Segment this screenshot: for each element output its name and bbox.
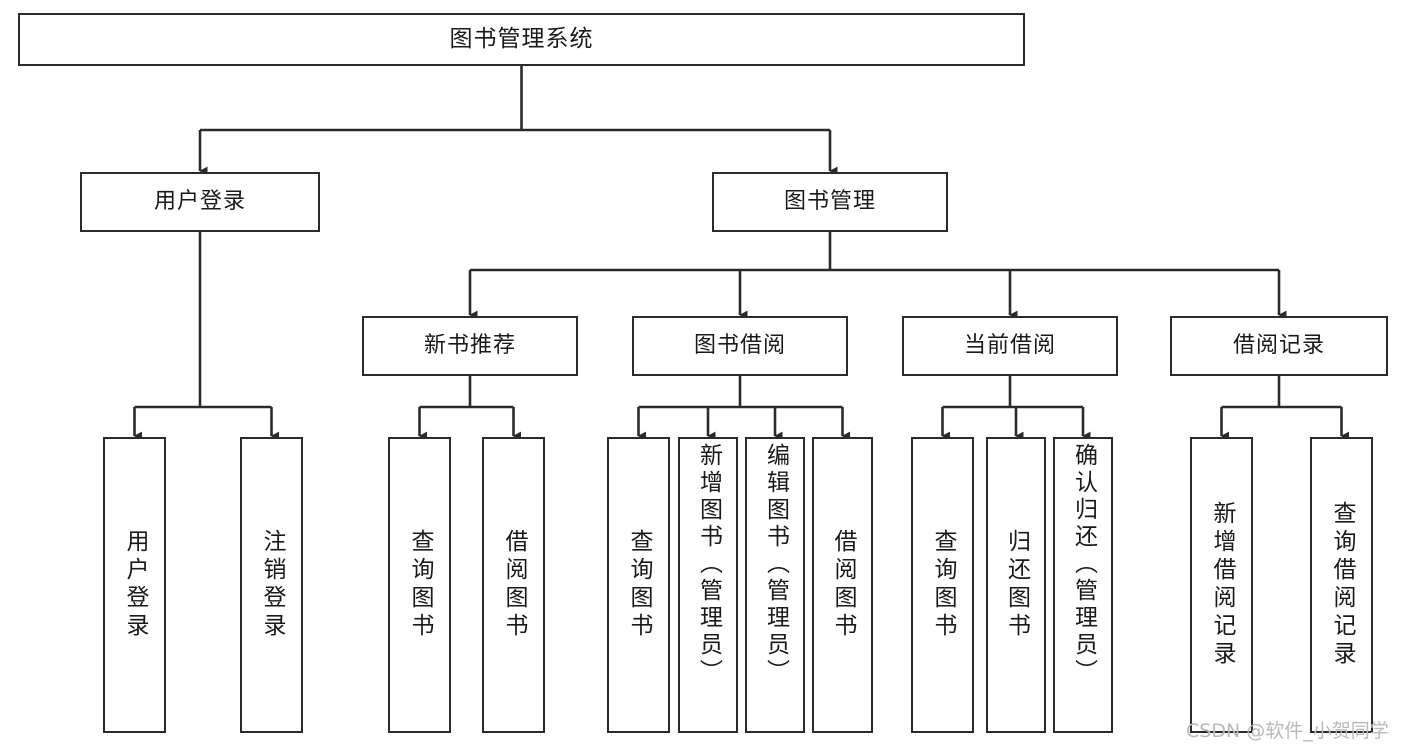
node-leaf-return-book[interactable]: 归还图书 — [986, 437, 1046, 733]
node-leaf-query-book-1[interactable]: 查询图书 — [388, 437, 451, 733]
node-label-leaf-borrow-book-1: 借阅图书 — [501, 529, 527, 641]
node-current-borrow[interactable]: 当前借阅 — [902, 316, 1118, 376]
node-label-leaf-borrow-book-2: 借阅图书 — [830, 529, 856, 641]
node-label-book-borrow: 图书借阅 — [693, 333, 786, 358]
node-leaf-borrow-book-2[interactable]: 借阅图书 — [812, 437, 873, 733]
node-label-leaf-return-book: 归还图书 — [1003, 529, 1030, 641]
node-leaf-add-book[interactable]: 新增图书（管理员） — [678, 437, 738, 733]
node-label-leaf-edit-book: 编辑图书（管理员） — [762, 443, 789, 686]
node-leaf-confirm-return[interactable]: 确认归还（管理员） — [1053, 437, 1113, 733]
node-leaf-borrow-book-1[interactable]: 借阅图书 — [482, 437, 545, 733]
node-label-book-manage: 图书管理 — [783, 189, 876, 214]
node-borrow-record[interactable]: 借阅记录 — [1170, 316, 1388, 376]
node-leaf-add-record[interactable]: 新增借阅记录 — [1190, 437, 1253, 733]
node-root[interactable]: 图书管理系统 — [18, 13, 1025, 66]
node-label-leaf-add-record: 新增借阅记录 — [1209, 501, 1235, 669]
node-new-book-rec[interactable]: 新书推荐 — [362, 316, 578, 376]
node-label-leaf-query-book-2: 查询图书 — [626, 529, 652, 641]
node-label-leaf-query-book-3: 查询图书 — [930, 529, 956, 641]
node-label-leaf-add-book: 新增图书（管理员） — [695, 443, 722, 686]
node-label-root: 图书管理系统 — [449, 26, 594, 52]
node-book-borrow[interactable]: 图书借阅 — [632, 316, 848, 376]
node-book-manage[interactable]: 图书管理 — [712, 172, 948, 232]
node-label-current-borrow: 当前借阅 — [963, 333, 1056, 358]
node-leaf-logout[interactable]: 注销登录 — [240, 437, 303, 733]
node-label-new-book-rec: 新书推荐 — [423, 333, 516, 358]
node-label-user-login: 用户登录 — [153, 189, 246, 214]
watermark-text: CSDN @软件_小贺同学 — [1186, 720, 1389, 742]
node-leaf-user-login[interactable]: 用户登录 — [103, 437, 166, 733]
node-leaf-edit-book[interactable]: 编辑图书（管理员） — [745, 437, 805, 733]
node-label-borrow-record: 借阅记录 — [1232, 333, 1325, 358]
node-leaf-query-book-3[interactable]: 查询图书 — [911, 437, 974, 733]
node-leaf-query-record[interactable]: 查询借阅记录 — [1310, 437, 1373, 733]
node-user-login[interactable]: 用户登录 — [80, 172, 320, 232]
node-label-leaf-query-record: 查询借阅记录 — [1329, 501, 1355, 669]
node-label-leaf-query-book-1: 查询图书 — [407, 529, 433, 641]
node-label-leaf-confirm-return: 确认归还（管理员） — [1070, 443, 1097, 686]
node-label-leaf-user-login: 用户登录 — [122, 529, 148, 641]
node-leaf-query-book-2[interactable]: 查询图书 — [607, 437, 670, 733]
node-label-leaf-logout: 注销登录 — [259, 529, 285, 641]
